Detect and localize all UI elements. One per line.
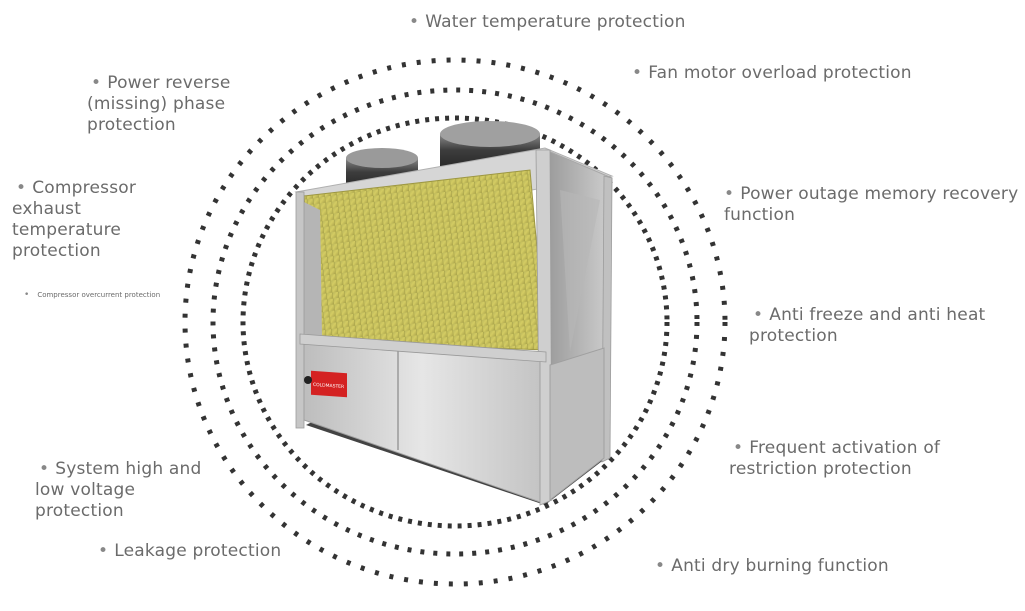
bullet-icon: • <box>724 184 735 204</box>
feature-frequent-activation: •Frequent activation of restriction prot… <box>729 438 941 479</box>
outer-dotted-ring <box>182 57 728 587</box>
bullet-icon: • <box>24 290 30 300</box>
bullet-icon: • <box>39 459 50 479</box>
feature-water-temperature: •Water temperature protection <box>409 12 686 32</box>
heat-pump-unit: COLDMASTER <box>294 121 614 506</box>
feature-compressor-overcurrent: •Compressor overcurrent protection <box>24 290 161 300</box>
feature-power-outage-memory: •Power outage memory recovery function <box>724 184 1019 225</box>
feature-anti-freeze-heat: •Anti freeze and anti heat protection <box>749 305 986 346</box>
bullet-icon: • <box>733 438 744 458</box>
front-panel <box>303 339 541 503</box>
svg-text:COLDMASTER: COLDMASTER <box>313 382 344 390</box>
bullet-icon: • <box>91 73 102 93</box>
feature-anti-dry-burning: •Anti dry burning function <box>655 556 889 576</box>
bullet-icon: • <box>98 541 109 561</box>
feature-fan-motor-overload: •Fan motor overload protection <box>632 63 912 83</box>
decorative-dotted-rings <box>182 57 728 587</box>
bullet-icon: • <box>409 12 420 32</box>
inner-dotted-ring <box>240 115 670 529</box>
bullet-icon: • <box>655 556 666 576</box>
bullet-icon: • <box>753 305 764 325</box>
feature-compressor-exhaust: •Compressor exhaust temperature protecti… <box>12 178 137 261</box>
feature-system-voltage: •System high and low voltage protection <box>35 459 202 521</box>
condenser-coil <box>303 169 547 351</box>
middle-dotted-ring <box>210 87 700 557</box>
bullet-icon: • <box>16 178 27 198</box>
feature-power-phase: •Power reverse (missing) phase protectio… <box>87 73 231 135</box>
feature-leakage: •Leakage protection <box>98 541 282 561</box>
bullet-icon: • <box>632 63 643 83</box>
brand-badge: COLDMASTER <box>311 370 347 398</box>
